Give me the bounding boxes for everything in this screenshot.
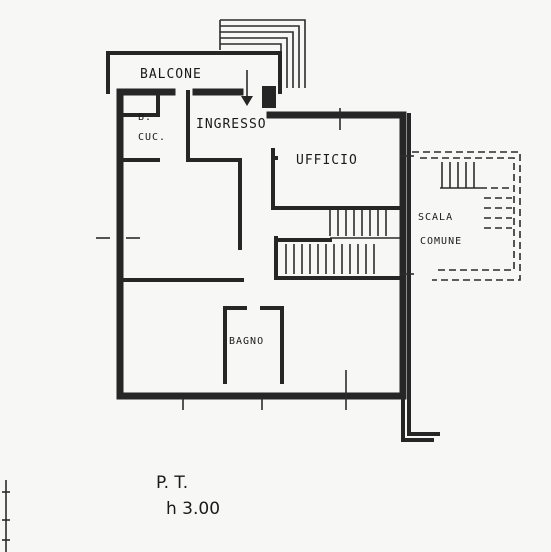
edge-marks bbox=[2, 480, 10, 552]
room-label-bagno: BAGNO bbox=[229, 336, 264, 347]
room-label-scala: SCALA bbox=[418, 212, 453, 223]
balcony bbox=[106, 51, 282, 94]
door-markers bbox=[96, 108, 414, 410]
outer-walls bbox=[116, 88, 440, 442]
room-label-comune: COMUNE bbox=[420, 236, 462, 247]
room-label-balcone: BALCONE bbox=[140, 67, 202, 82]
room-label-ingresso: INGRESSO bbox=[196, 117, 267, 132]
height-caption: h 3.00 bbox=[166, 499, 220, 519]
room-label-cucina-2: CUC. bbox=[138, 132, 166, 143]
floor-caption: P. T. bbox=[156, 473, 188, 493]
entrance-arrow-icon bbox=[241, 70, 276, 108]
interior-walls bbox=[118, 90, 402, 384]
room-label-ufficio: UFFICIO bbox=[296, 153, 358, 168]
room-label-cucina-1: B. bbox=[138, 112, 152, 123]
common-staircase bbox=[412, 151, 521, 281]
entrance-steps bbox=[219, 19, 306, 88]
interior-stairs bbox=[285, 210, 400, 274]
